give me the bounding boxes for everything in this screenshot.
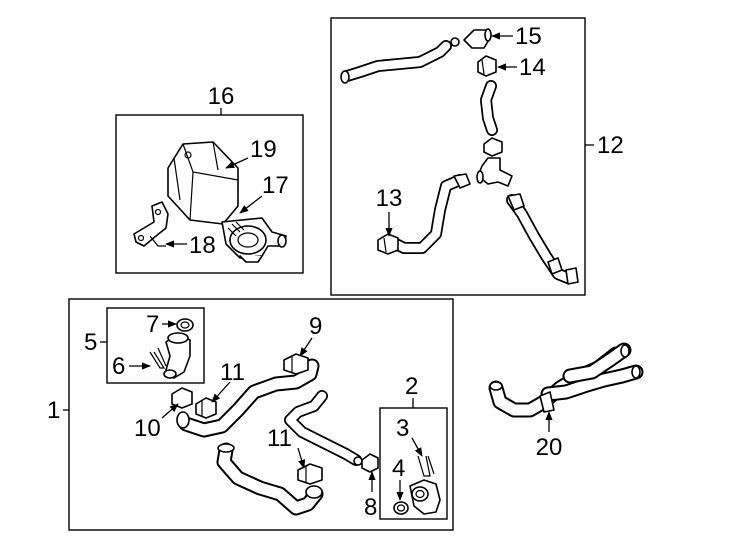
o-ring-4 — [393, 501, 409, 515]
clamp-11-lower — [297, 463, 323, 485]
label-11-upper: 11 — [220, 359, 245, 386]
label-14: 14 — [519, 54, 546, 81]
clamp-10 — [171, 387, 193, 409]
fitting-15 — [463, 28, 492, 49]
label-3: 3 — [396, 415, 409, 442]
hose-upper-1 — [176, 358, 320, 438]
label-1: 1 — [47, 397, 60, 424]
label-9: 9 — [309, 313, 322, 340]
clamp-9 — [283, 353, 309, 375]
label-4: 4 — [392, 455, 405, 482]
box-5 — [106, 307, 205, 384]
label-20: 20 — [536, 434, 563, 461]
fitting-elbow-5 — [163, 332, 191, 379]
clamp-14 — [477, 55, 497, 77]
label-13: 13 — [376, 185, 403, 212]
hose-upper-12 — [340, 37, 460, 84]
label-7: 7 — [146, 311, 159, 338]
hose-middle-1 — [284, 390, 363, 466]
o-ring-7 — [176, 318, 194, 332]
tee-fitting-12 — [476, 157, 513, 187]
hose-short-12 — [480, 80, 498, 136]
leader-lines — [63, 32, 594, 501]
box-1 — [68, 298, 454, 531]
clamp-13 — [377, 233, 399, 255]
clamp-8 — [361, 453, 379, 473]
label-17: 17 — [262, 172, 289, 199]
clip-3 — [417, 455, 435, 477]
label-11-lower: 11 — [267, 425, 292, 452]
label-12: 12 — [597, 132, 624, 159]
hose-assembly-20 — [488, 342, 644, 418]
box-12 — [330, 17, 586, 296]
label-18: 18 — [189, 232, 216, 259]
bracket-18 — [133, 201, 169, 247]
pump-shroud-19 — [167, 141, 239, 225]
water-pump-17 — [221, 217, 287, 263]
hose-left-12 — [390, 173, 471, 254]
label-8: 8 — [364, 494, 377, 521]
hose-lower-1 — [216, 442, 324, 516]
hose-right-12 — [506, 193, 579, 285]
label-10: 10 — [134, 415, 161, 442]
label-2: 2 — [405, 373, 418, 400]
fitting-2 — [409, 479, 441, 515]
clip-6 — [149, 347, 167, 369]
clamp-11-upper — [195, 397, 217, 419]
box-16 — [115, 114, 304, 274]
label-15: 15 — [515, 23, 542, 50]
clamp-tee-upper — [483, 137, 503, 157]
label-16: 16 — [208, 83, 235, 110]
label-6: 6 — [112, 353, 125, 380]
label-19: 19 — [250, 136, 277, 163]
label-5: 5 — [84, 329, 97, 356]
